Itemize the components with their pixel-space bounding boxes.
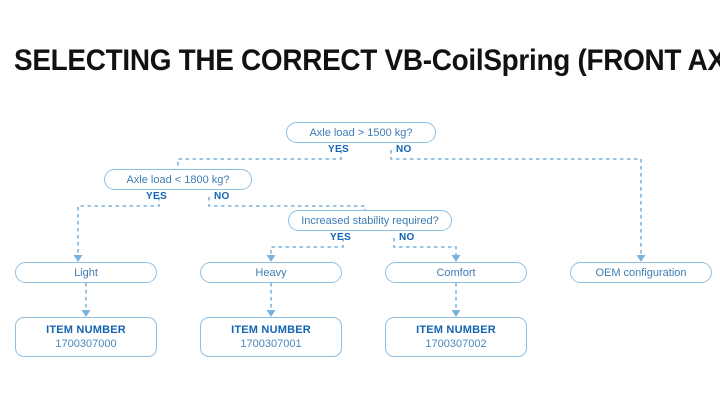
decision-node-axle-load-1800[interactable]: Axle load < 1800 kg? <box>104 169 252 190</box>
arrowhead-item-1 <box>81 310 91 317</box>
result-label: Comfort <box>436 266 476 279</box>
branch-label-d1-no: NO <box>396 144 412 155</box>
wire-d1-no <box>390 150 642 256</box>
wire-d3-yes <box>270 238 344 256</box>
decision-label: Increased stability required? <box>301 214 439 227</box>
branch-label-d3-yes: YES <box>330 232 351 243</box>
item-number-label: ITEM NUMBER <box>231 323 311 336</box>
arrowhead-oem <box>636 255 646 262</box>
item-number-value: 1700307002 <box>425 337 487 350</box>
arrowhead-item-2 <box>266 310 276 317</box>
branch-label-d2-no: NO <box>214 191 230 202</box>
result-label: OEM configuration <box>595 266 687 279</box>
arrowhead-light <box>73 255 83 262</box>
wire-d2-yes <box>77 197 160 256</box>
decision-node-increased-stability[interactable]: Increased stability required? <box>288 210 452 231</box>
arrowhead-comfort <box>451 255 461 262</box>
item-number-label: ITEM NUMBER <box>416 323 496 336</box>
wire-d2-no <box>208 197 366 210</box>
item-number-label: ITEM NUMBER <box>46 323 126 336</box>
item-number-box-light[interactable]: ITEM NUMBER 1700307000 <box>15 317 157 357</box>
item-number-value: 1700307000 <box>55 337 117 350</box>
branch-label-d2-yes: YES <box>146 191 167 202</box>
item-number-value: 1700307001 <box>240 337 302 350</box>
decision-node-axle-load-1500[interactable]: Axle load > 1500 kg? <box>286 122 436 143</box>
item-number-box-heavy[interactable]: ITEM NUMBER 1700307001 <box>200 317 342 357</box>
result-label: Light <box>74 266 98 279</box>
arrowhead-item-3 <box>451 310 461 317</box>
result-label: Heavy <box>255 266 287 279</box>
item-number-box-comfort[interactable]: ITEM NUMBER 1700307002 <box>385 317 527 357</box>
wire-d1-yes <box>177 150 342 169</box>
branch-label-d1-yes: YES <box>328 144 349 155</box>
result-node-heavy[interactable]: Heavy <box>200 262 342 283</box>
decision-label: Axle load > 1500 kg? <box>309 126 413 139</box>
result-node-comfort[interactable]: Comfort <box>385 262 527 283</box>
arrowhead-heavy <box>266 255 276 262</box>
page-title: SELECTING THE CORRECT VB-CoilSpring (FRO… <box>14 44 720 77</box>
result-node-oem-configuration[interactable]: OEM configuration <box>570 262 712 283</box>
result-node-light[interactable]: Light <box>15 262 157 283</box>
branch-label-d3-no: NO <box>399 232 415 243</box>
decision-label: Axle load < 1800 kg? <box>126 173 230 186</box>
